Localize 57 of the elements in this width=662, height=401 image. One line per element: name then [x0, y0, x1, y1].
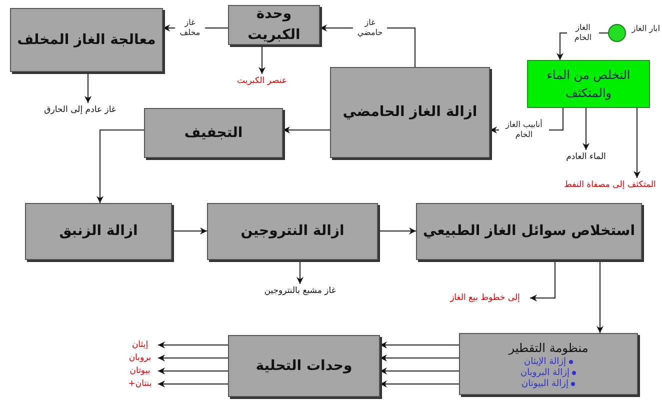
arrow — [96, 130, 144, 204]
arrow — [258, 44, 266, 74]
edge-label: أنابيب الغاز الخام — [499, 120, 549, 140]
arrow — [84, 72, 92, 104]
box-title: وحدة الكبريت — [246, 5, 302, 45]
node-caption: ابار الغاز — [630, 24, 660, 34]
output-label: بيوتان — [122, 364, 158, 377]
box-title: التجفيف — [184, 124, 243, 142]
arrow — [582, 108, 590, 150]
arrow — [634, 108, 640, 178]
box-title: استخلاص سوائل الغاز الطبيعي — [422, 222, 636, 241]
edge-label: غاز حامضي — [353, 18, 387, 38]
process-box — [228, 5, 320, 45]
box-title: وحدات التحلية — [256, 356, 352, 376]
list-item: إزالة البيوتان — [522, 378, 568, 390]
box-title: منظومة التقطير — [508, 340, 588, 356]
arrow — [530, 260, 556, 302]
arrow — [380, 380, 460, 388]
arrow — [380, 342, 460, 348]
process-box — [207, 203, 378, 260]
edge-label: غاز مخلف — [175, 18, 205, 38]
list-item: إزالة الإيثان — [524, 356, 566, 368]
box-title: التخلص من الماء والمتكثف — [546, 67, 632, 102]
list-item: إزالة البروبان — [520, 368, 570, 378]
output-label: الماء العادم — [556, 150, 616, 164]
process-box — [25, 203, 172, 260]
process-box — [10, 8, 163, 72]
arrow — [158, 354, 228, 362]
output-label: بروبان — [122, 351, 158, 364]
arrow — [378, 228, 416, 234]
box-title: ازالة الغاز الحامضي — [342, 103, 478, 122]
process-box — [416, 203, 642, 260]
output-label: غاز مشبع بالنتروجين — [245, 284, 355, 298]
arrow — [172, 228, 208, 234]
output-label: بنتان+ — [122, 377, 158, 390]
arrow — [296, 260, 304, 284]
arrow — [282, 126, 330, 134]
output-label: عنصر الكبريت — [227, 74, 297, 88]
output-label: غاز عادم إلى الحارق — [30, 103, 130, 117]
process-box — [527, 60, 650, 108]
process-box — [144, 108, 283, 158]
process-box — [330, 67, 490, 158]
arrow — [380, 354, 460, 362]
box-title: ازالة الزنبق — [59, 222, 138, 241]
arrow — [596, 260, 604, 334]
process-box — [228, 335, 380, 397]
arrow — [158, 368, 228, 374]
box-title: معالجة الغاز المخلف — [17, 30, 156, 50]
output-label: المتكثف إلى مصفاة النفط — [560, 178, 660, 192]
output-label: إيثان — [122, 338, 158, 351]
arrow — [158, 342, 228, 348]
process-box — [459, 333, 638, 395]
edge-label: الغاز الخام — [567, 23, 599, 43]
box-title: ازالة النتروجين — [240, 222, 344, 241]
output-label: إلى خطوط بيع الغاز — [440, 291, 530, 305]
arrow — [158, 380, 228, 388]
arrow — [380, 368, 460, 374]
